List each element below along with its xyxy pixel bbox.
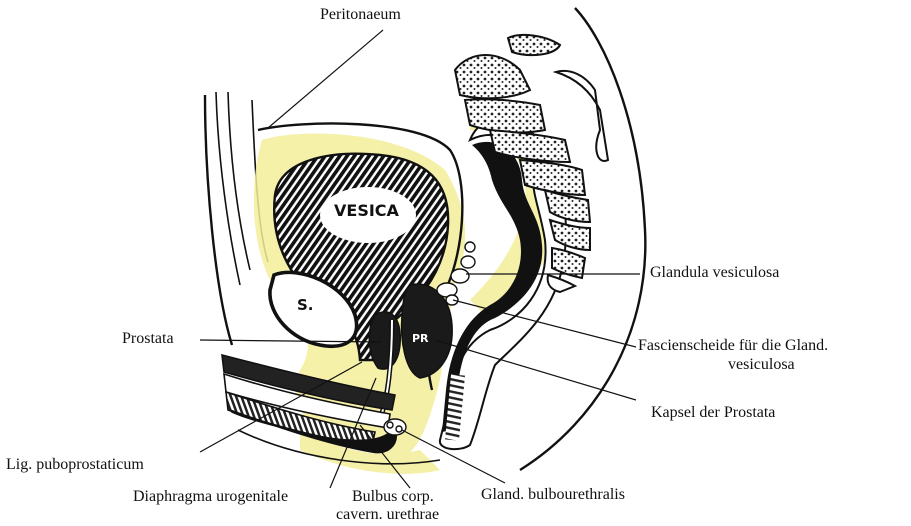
label-gland-bulbourethralis: Gland. bulbourethralis	[481, 486, 625, 504]
label-bulbus-line1: Bulbus corp.	[352, 488, 434, 506]
vesica-label: VESICA	[334, 201, 400, 220]
label-fascienscheide-line2: vesiculosa	[728, 356, 795, 374]
label-lig-puboprostaticum: Lig. puboprostaticum	[6, 456, 144, 474]
label-bulbus-line2: cavern. urethrae	[336, 506, 439, 524]
symphysis-label: S.	[297, 296, 314, 314]
prostata-abbr-label: PR	[412, 332, 429, 345]
bulbourethral-gland	[384, 419, 406, 435]
label-kapsel-prostata: Kapsel der Prostata	[651, 404, 775, 422]
label-fascienscheide-line1: Fascienscheide für die Gland.	[638, 337, 828, 355]
label-peritonaeum: Peritonaeum	[320, 6, 401, 24]
label-diaphragma-urogenitale: Diaphragma urogenitale	[133, 488, 288, 506]
label-prostata: Prostata	[122, 330, 174, 348]
label-glandula-vesiculosa: Glandula vesiculosa	[650, 264, 779, 282]
